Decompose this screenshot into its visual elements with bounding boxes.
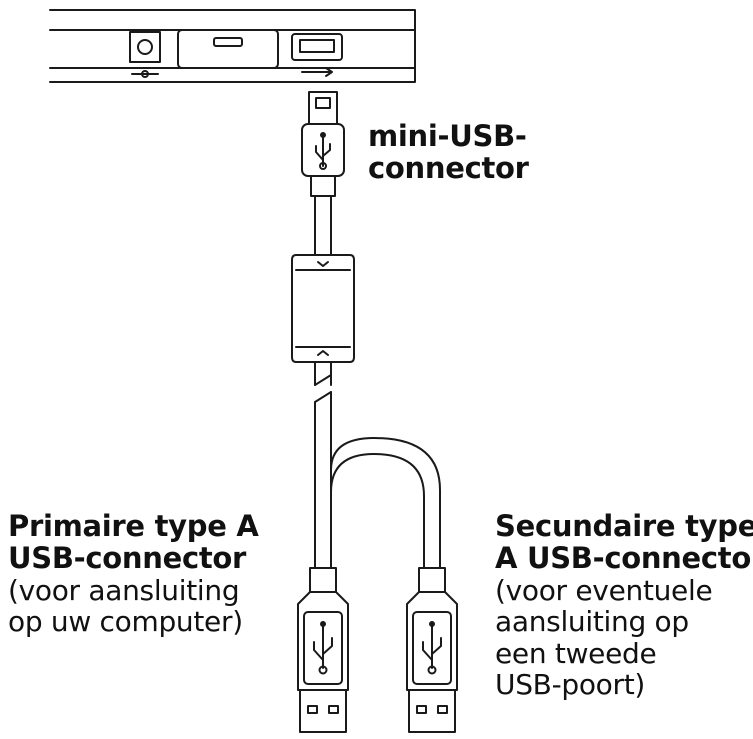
mini-usb-connector-label: mini-USB- connector — [368, 120, 529, 185]
ferrite-bead — [291, 254, 355, 386]
mini-usb-port — [291, 33, 343, 77]
secondary-connector-label: Secundaire type A USB-connector (voor ev… — [495, 509, 753, 702]
usb-symbol-icon — [315, 132, 331, 170]
power-jack-icon — [129, 31, 161, 78]
device-body — [49, 9, 416, 83]
usb-symbol-icon — [303, 611, 343, 685]
primary-usb-a-plug — [297, 567, 349, 733]
cable-split — [314, 374, 441, 569]
usb-symbol-icon — [412, 611, 452, 685]
mini-usb-label-line2: connector — [368, 151, 529, 186]
primary-desc-line2: op uw computer) — [8, 605, 243, 639]
primary-title-line2: USB-connector — [8, 541, 247, 576]
mini-usb-label-line1: mini-USB- — [368, 119, 527, 153]
secondary-usb-a-plug — [406, 567, 458, 733]
primary-desc-line1: (voor aansluiting — [8, 573, 240, 607]
primary-title-line1: Primaire type A — [8, 509, 259, 543]
primary-connector-label: Primaire type A USB-connector (voor aans… — [8, 510, 259, 638]
secondary-desc-line3: een tweede — [495, 636, 657, 670]
mini-usb-plug — [301, 91, 345, 256]
secondary-title-line2: A USB-connector — [495, 541, 753, 576]
secondary-title-line1: Secundaire type — [495, 509, 753, 543]
device-slot — [177, 29, 279, 69]
secondary-desc-line2: aansluiting op — [495, 605, 689, 639]
secondary-desc-line1: (voor eventuele — [495, 573, 713, 607]
secondary-desc-line4: USB-poort) — [495, 668, 646, 702]
